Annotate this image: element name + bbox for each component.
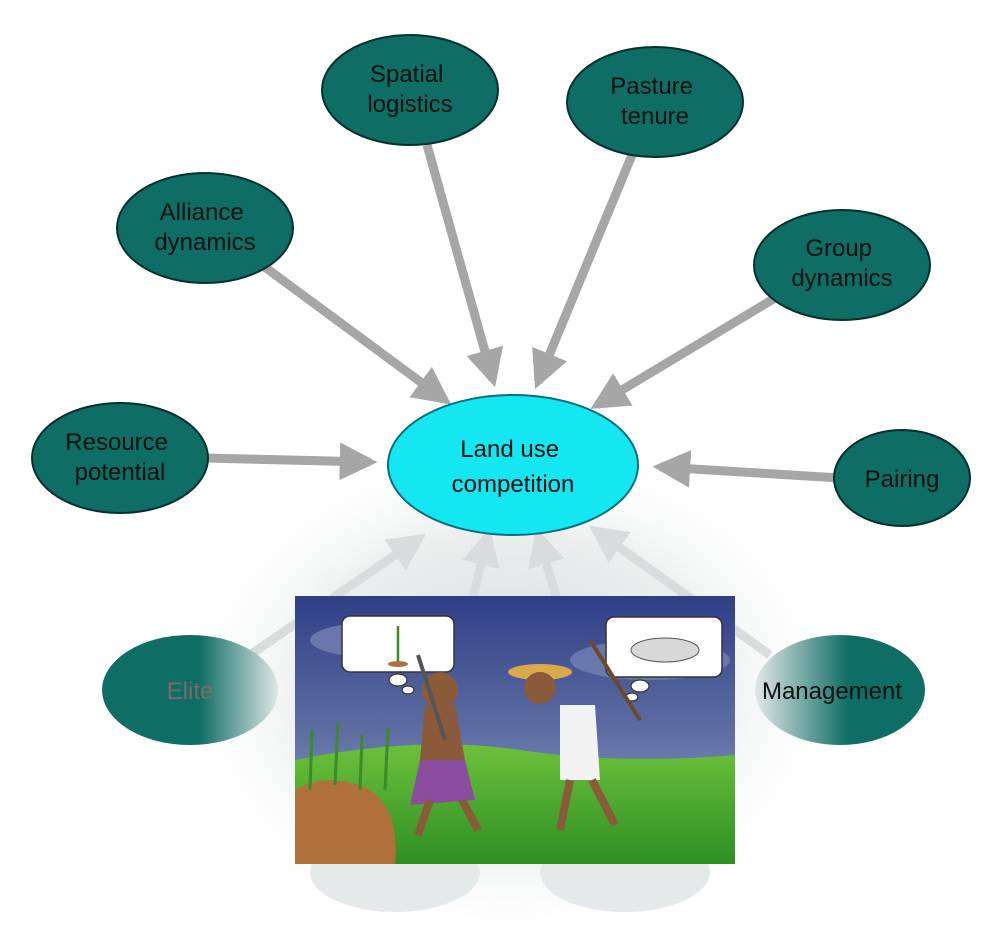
node-pairing: Pairing [833, 429, 971, 527]
node-spatial-logistics-line-2: logistics [367, 91, 452, 118]
node-group-dynamics: Group dynamics [753, 209, 931, 321]
arrow-resource-potential [204, 442, 378, 481]
node-pasture-tenure-line-1: Pasture [610, 73, 693, 100]
arrow-group-dynamics [590, 288, 788, 409]
arrow-management [588, 525, 773, 659]
arrow-pairing [652, 449, 841, 488]
node-pasture-tenure-line-2: tenure [621, 103, 689, 130]
center-line-1: Land use [460, 436, 559, 463]
node-label: Alliance dynamics [154, 199, 255, 256]
arrows [204, 143, 841, 488]
arrow-alliance-dynamics [259, 261, 452, 405]
node-alliance-dynamics: Alliance dynamics [116, 172, 294, 284]
node-spatial-logistics: Spatial logistics [321, 34, 499, 146]
node-label: Resource potential [65, 429, 174, 486]
arrow-pasture-tenure [532, 153, 637, 389]
node-label: Spatial logistics [367, 61, 452, 118]
nodes: Resource potential Alliance dynamics Spa… [31, 34, 971, 745]
node-resource-potential-line-1: Resource [65, 429, 168, 456]
node-elite: Elite [102, 635, 278, 745]
node-management-line-1: Management [762, 678, 902, 705]
node-label: Management [762, 678, 902, 705]
node-group-dynamics-line-1: Group [805, 235, 872, 262]
node-pasture-tenure: Pasture tenure [566, 46, 744, 158]
center-line-2: competition [452, 471, 575, 498]
node-label: Pairing [865, 466, 940, 493]
node-spatial-logistics-line-1: Spatial [370, 61, 443, 88]
arrow-spatial-logistics [422, 143, 504, 388]
node-center: Land use competition [387, 394, 639, 536]
node-elite-line-1: Elite [167, 678, 214, 705]
node-label: Group dynamics [791, 235, 892, 292]
node-resource-potential: Resource potential [31, 402, 209, 514]
node-label: Pasture tenure [610, 73, 699, 130]
node-management: Management [755, 635, 925, 745]
center-label: Land use competition [452, 436, 575, 498]
node-pairing-line-1: Pairing [865, 466, 940, 493]
node-group-dynamics-line-2: dynamics [791, 265, 892, 292]
node-alliance-dynamics-line-2: dynamics [154, 229, 255, 256]
node-alliance-dynamics-line-1: Alliance [160, 199, 244, 226]
node-resource-potential-line-2: potential [75, 459, 166, 486]
cartoon-farmer-vs-herder-illustration [295, 596, 735, 864]
node-label: Elite [167, 678, 214, 705]
